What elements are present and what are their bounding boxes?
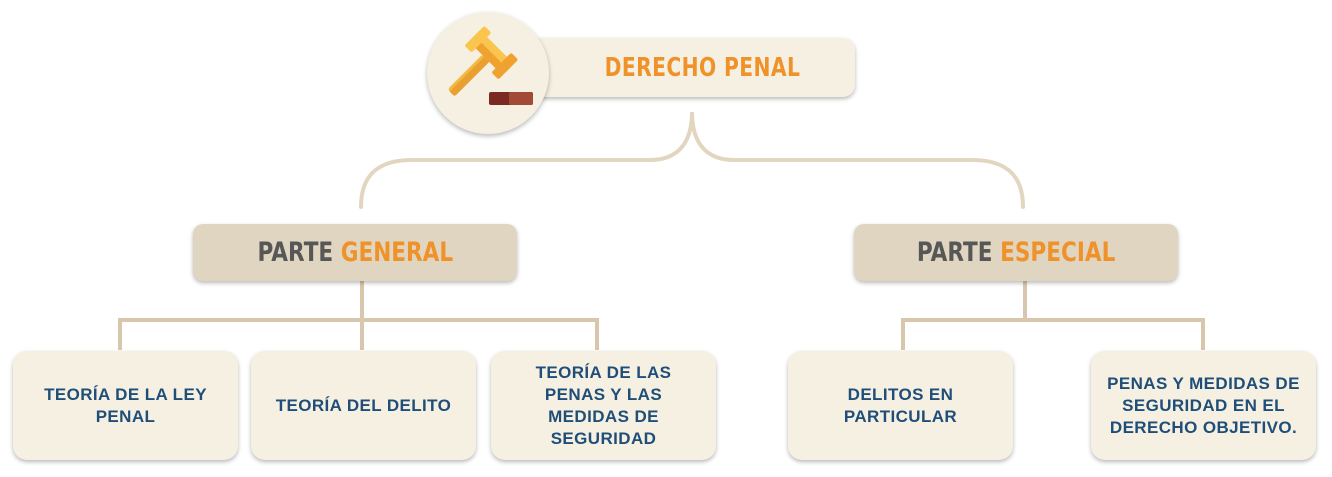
- section-label: PARTE ESPECIAL: [917, 237, 1116, 268]
- section-label: PARTE GENERAL: [257, 237, 453, 268]
- leaf-penas-medidas-derecho-objetivo: PENAS Y MEDIDAS DE SEGURIDAD EN EL DEREC…: [1091, 351, 1316, 460]
- section-parte-general: PARTE GENERAL: [193, 224, 517, 281]
- section-label-word2: ESPECIAL: [999, 237, 1116, 268]
- leaf-label: TEORÍA DEL DELITO: [275, 395, 452, 415]
- section-label-word1: PARTE: [257, 237, 333, 268]
- root-title-box: DERECHO PENAL: [530, 38, 855, 97]
- section-label-word1: PARTE: [916, 237, 993, 268]
- leaf-label: TEORÍA DE LAS PENAS Y LAS MEDIDAS DE SEG…: [535, 362, 672, 448]
- gavel-icon-circle: [427, 12, 549, 134]
- tree-connector-general: [118, 281, 599, 350]
- brace-connector: [359, 111, 1025, 209]
- leaf-teoria-delito: TEORÍA DEL DELITO: [251, 351, 476, 460]
- section-parte-especial: PARTE ESPECIAL: [854, 224, 1178, 281]
- leaf-teoria-ley-penal: TEORÍA DE LA LEY PENAL: [13, 351, 238, 460]
- leaf-label: TEORÍA DE LA LEY PENAL: [44, 384, 207, 426]
- leaf-label: DELITOS EN PARTICULAR: [843, 384, 958, 426]
- root-title: DERECHO PENAL: [604, 52, 801, 83]
- leaf-teoria-penas-medidas: TEORÍA DE LAS PENAS Y LAS MEDIDAS DE SEG…: [491, 351, 716, 460]
- section-label-word2: GENERAL: [340, 237, 453, 268]
- leaf-delitos-particular: DELITOS EN PARTICULAR: [788, 351, 1013, 460]
- leaf-label: PENAS Y MEDIDAS DE SEGURIDAD EN EL DEREC…: [1107, 373, 1300, 437]
- gavel-icon: [448, 26, 533, 105]
- tree-connector-especial: [901, 281, 1205, 350]
